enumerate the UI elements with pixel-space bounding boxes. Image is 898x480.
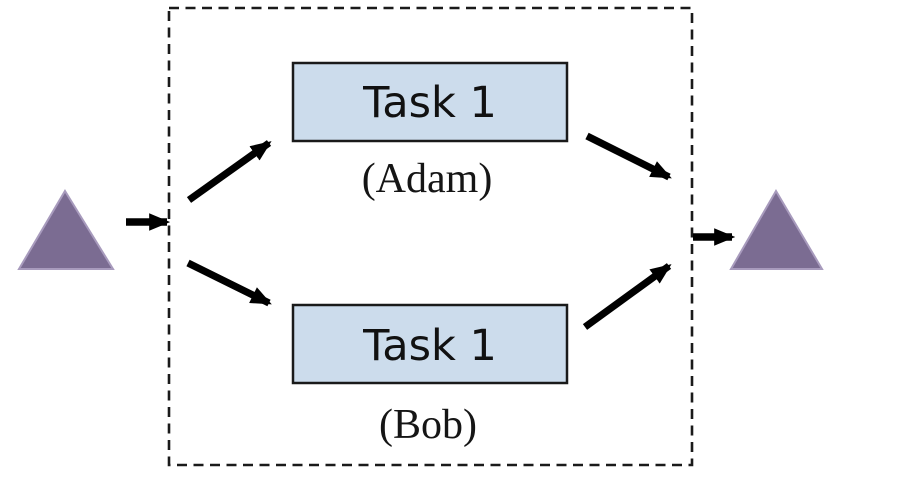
input-triangle-icon [17, 189, 115, 270]
assignee-label-bottom: (Bob) [379, 402, 477, 448]
task-box-bottom [291, 303, 569, 385]
arrow-merge-bottom-icon [582, 263, 672, 330]
task-node-top: Task 1 (Adam) [291, 61, 569, 202]
assignee-label-top: (Adam) [362, 156, 493, 202]
task-box-top [291, 61, 569, 143]
output-triangle-icon [729, 189, 824, 270]
task-node-bottom: Task 1 (Bob) [291, 303, 569, 448]
task-label-bottom: Task 1 [362, 321, 497, 371]
arrow-merge-top-icon [585, 132, 672, 181]
arrow-split-bottom-icon [186, 259, 272, 307]
arrow-split-top-icon [186, 140, 272, 203]
flow-arrows [126, 132, 736, 330]
process-boundary [167, 6, 694, 467]
task-label-top: Task 1 [362, 78, 497, 128]
